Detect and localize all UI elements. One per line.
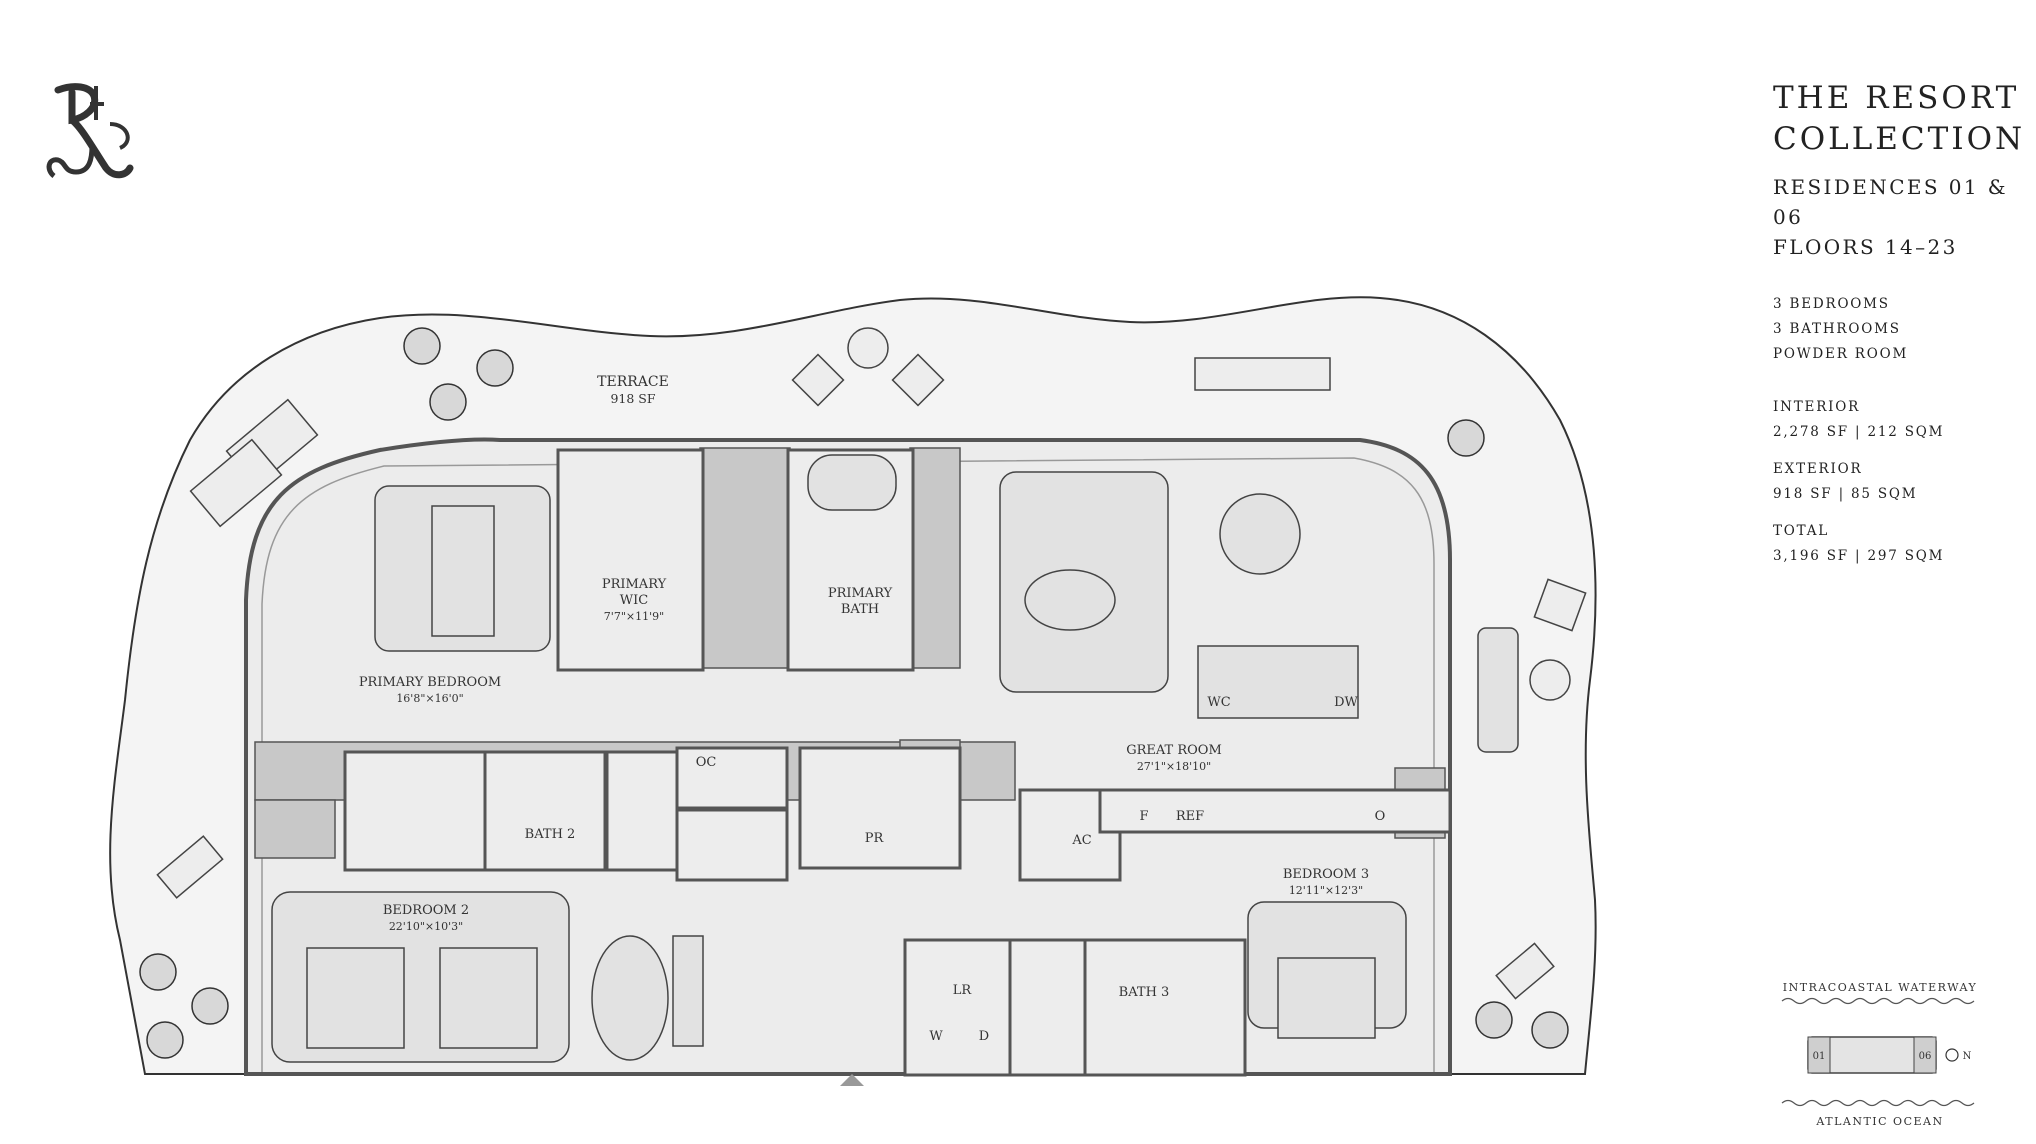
floors-label: FLOORS 14–23 [1773,235,1958,259]
wine-cooler-label: WC [1207,695,1230,710]
unit-01-highlight [1807,1036,1831,1074]
terrace-label: TERRACE [597,374,669,390]
bedroom3-dim: 12'11"×12'3" [1289,884,1363,897]
north-label: N [1963,1051,1972,1062]
intracoastal-label: INTRACOASTAL WATERWAY [1783,981,1977,994]
brand-monogram-logo [46,83,134,179]
primary-wic-label-1: PRIMARY [602,577,667,592]
room-partitions [343,448,1452,1077]
atlantic-label: ATLANTIC OCEAN [1815,1115,1943,1128]
plan-info-panel: THE RESORT COLLECTION RESIDENCES 01 & 06… [1773,78,2033,581]
residence-subtitle: RESIDENCES 01 & 06 FLOORS 14–23 [1773,172,2033,262]
feature-bathrooms: 3 BATHROOMS [1773,321,1901,337]
dishwasher-label: DW [1334,695,1358,710]
primary-wic-label-2: WIC [620,593,648,608]
residences-label: RESIDENCES 01 & 06 [1773,175,2008,229]
total-value: 3,196 SF | 297 SQM [1773,548,1945,564]
great-room-dim: 27'1"×18'10" [1137,760,1211,773]
dryer-label: D [979,1029,989,1044]
water-waves-top [1781,997,1975,1005]
bedroom3-label: BEDROOM 3 [1283,867,1369,882]
interior-value: 2,278 SF | 212 SQM [1773,424,1945,440]
furniture [271,454,1519,1063]
primary-bath-label-1: PRIMARY [828,586,893,601]
terrace-area: 918 SF [610,391,655,406]
freezer-label: F [1139,809,1148,824]
ac-label: AC [1071,833,1091,848]
great-room-label: GREAT ROOM [1126,743,1222,758]
bath2-label: BATH 2 [525,827,576,842]
feature-list: 3 BEDROOMS 3 BATHROOMS POWDER ROOM INTER… [1773,292,2033,569]
bedroom2-label: BEDROOM 2 [383,903,469,918]
feature-powder-room: POWDER ROOM [1773,346,1909,362]
bedroom2-dim: 22'10"×10'3" [389,920,463,933]
terrace-furniture [156,327,1587,1000]
floor-plan: TERRACE 918 SF PRIMARY BEDROOM 16'8"×16'… [109,296,1597,1086]
exterior-value: 918 SF | 85 SQM [1773,486,1918,502]
primary-bedroom-dim: 16'8"×16'0" [396,692,463,705]
primary-bath-label-2: BATH [841,602,879,617]
exterior-label: EXTERIOR [1773,461,1863,477]
washer-label: W [929,1029,943,1044]
collection-title: THE RESORT COLLECTION [1773,78,2033,160]
total-label: TOTAL [1773,523,1830,539]
entry-arrow-icon [840,1074,864,1086]
unit-01-label: 01 [1813,1051,1826,1062]
bath3-label: BATH 3 [1119,985,1170,1000]
unit-06-highlight [1913,1036,1937,1074]
unit-06-label: 06 [1919,1051,1932,1062]
title-line-2: COLLECTION [1773,121,2026,157]
oc-label: OC [696,755,717,770]
water-waves-bottom [1781,1099,1975,1107]
north-arrow-icon [1945,1048,1959,1062]
key-plan: INTRACOASTAL WATERWAY 01 06 N ATLANTIC O… [1781,981,1977,1128]
oven-label: O [1375,809,1386,824]
primary-bedroom-label: PRIMARY BEDROOM [359,675,501,690]
pr-label: PR [865,831,885,846]
feature-bedrooms: 3 BEDROOMS [1773,296,1890,312]
interior-label: INTERIOR [1773,399,1861,415]
lr-label: LR [953,983,973,998]
primary-wic-dim: 7'7"×11'9" [604,610,664,623]
refrigerator-label: REF [1176,809,1204,824]
title-line-1: THE RESORT [1773,80,2020,116]
plant-icons [139,327,1569,1059]
